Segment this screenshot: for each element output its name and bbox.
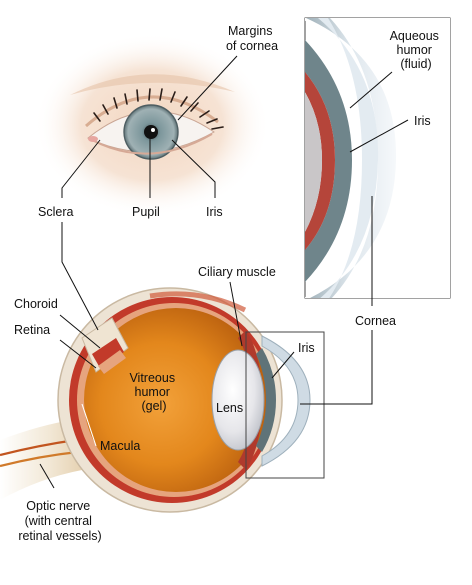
vitreous-body [84, 308, 268, 492]
label-margins-of-cornea: Margins of cornea [226, 24, 278, 53]
label-retina: Retina [14, 323, 50, 337]
cornea-front [261, 335, 311, 467]
cutaway-retina [98, 350, 126, 374]
extraocular-muscle [149, 291, 247, 313]
upper-lashes [93, 88, 224, 130]
brow-shading [70, 74, 235, 95]
leader-sclera-b [61, 222, 99, 331]
leader-cornea-b [300, 330, 373, 405]
leader-ciliary [229, 281, 243, 347]
label-optic-nerve: Optic nerve (with central retinal vessel… [18, 499, 101, 543]
inset-iris [305, 40, 352, 282]
leader-margins [177, 55, 238, 121]
inset-ciliary [305, 72, 335, 250]
label-pupil: Pupil [132, 205, 160, 219]
leader-macula [81, 403, 97, 447]
label-iris-inset: Iris [414, 114, 431, 128]
iris-cross-band [256, 348, 276, 452]
lower-lid [91, 133, 213, 155]
leader-sclera-a [61, 139, 101, 198]
label-vitreous-humor: Vitreous humor (gel) [129, 371, 178, 413]
leader-iris-inset [349, 119, 409, 153]
caruncle [88, 136, 98, 142]
zoom-box [245, 331, 325, 479]
label-lens: Lens [216, 401, 243, 415]
cornea-inset [304, 17, 451, 299]
leader-choroid [59, 314, 101, 349]
eye-cross-section [0, 287, 311, 513]
pupil-highlight [151, 128, 155, 132]
iris-margin [123, 104, 179, 160]
labels: Margins of cornea Aqueous humor (fluid) … [14, 24, 443, 543]
leader-lines [39, 55, 409, 489]
label-macula: Macula [100, 439, 140, 453]
lens-shape [211, 349, 265, 451]
label-ciliary-muscle: Ciliary muscle [198, 265, 276, 279]
layer-cutaway [81, 317, 129, 373]
inset-aqueous [318, 18, 379, 298]
cutaway-choroid [92, 338, 124, 368]
label-aqueous-humor: Aqueous humor (fluid) [390, 29, 443, 71]
pupil-front [144, 125, 158, 139]
leader-retina [59, 339, 97, 369]
label-iris-cross: Iris [298, 341, 315, 355]
leader-aqueous [349, 71, 393, 109]
leader-iris-face [171, 139, 216, 198]
lid-crease [85, 95, 219, 128]
inset-lens-edge [305, 92, 322, 232]
optic-nerve-body [0, 420, 82, 500]
label-choroid: Choroid [14, 297, 58, 311]
label-iris-face: Iris [206, 205, 223, 219]
label-cornea: Cornea [355, 314, 396, 328]
inset-background [305, 18, 450, 298]
label-sclera: Sclera [38, 205, 73, 219]
leader-optic-nerve [39, 463, 55, 489]
eye-front-view [34, 33, 270, 217]
leader-iris-cross [271, 351, 295, 379]
